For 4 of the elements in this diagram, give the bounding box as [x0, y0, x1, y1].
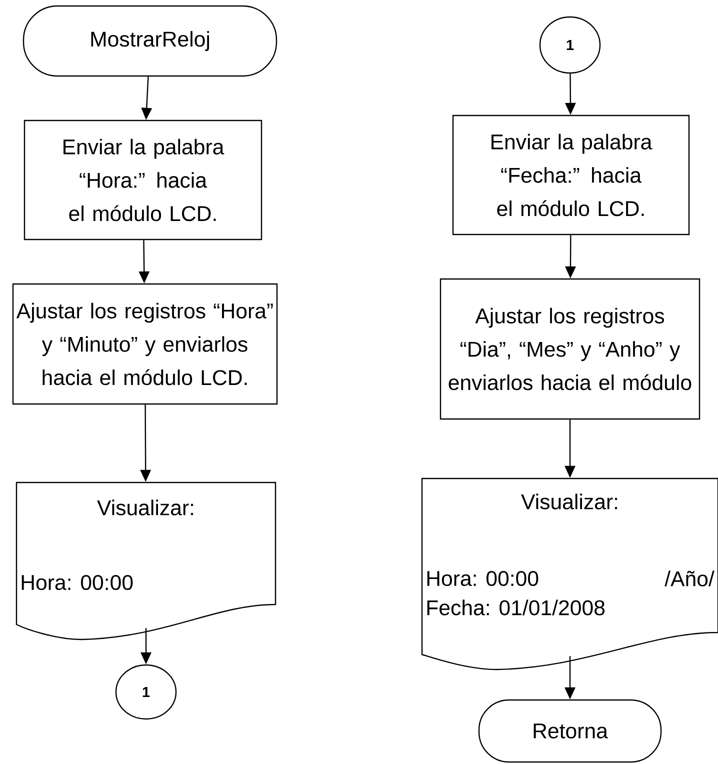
process-box: Ajustar los registros “Dia”, “Mes” y “Anho” y enviarlos hacia el módulo — [440, 278, 700, 420]
process-box: Enviar la palabra “Hora:” hacia el módulo LCD. — [24, 120, 262, 240]
process-box: Enviar la palabra “Fecha:” hacia el módulo LCD. — [452, 114, 690, 236]
process-box: Ajustar los registros “Hora” y “Minuto” y enviarlos hacia el módulo LCD. — [12, 283, 278, 405]
